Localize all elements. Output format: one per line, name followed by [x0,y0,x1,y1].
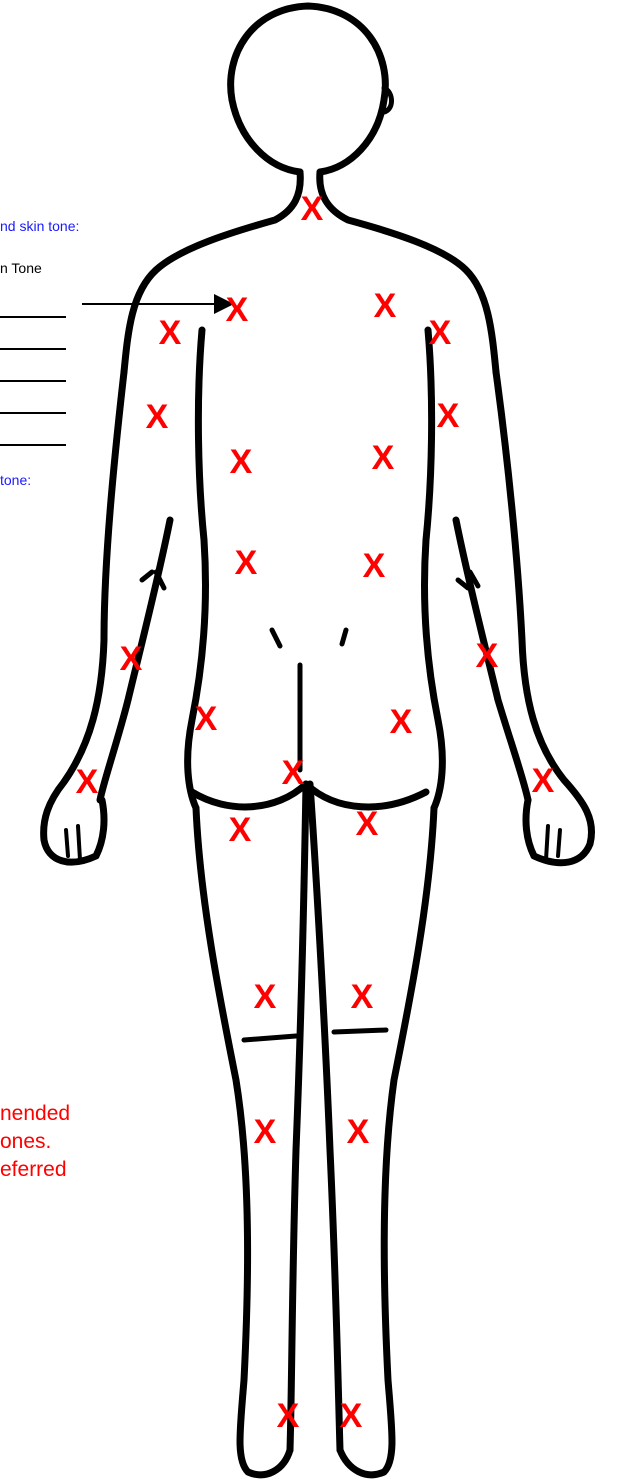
x-marker: X [390,703,413,741]
x-marker: X [235,544,258,582]
x-marker: X [347,1113,370,1151]
x-marker: X [301,190,324,228]
x-marker: X [429,314,452,352]
x-marker: X [120,640,143,678]
x-marker: X [282,754,305,792]
x-marker: X [226,291,249,329]
x-marker: X [146,398,169,436]
x-marker: X [476,637,499,675]
x-marker: X [363,547,386,585]
x-marker: X [277,1397,300,1435]
x-marker: X [340,1397,363,1435]
x-marker: X [230,443,253,481]
x-marker: X [532,762,555,800]
x-marker: X [356,805,379,843]
x-marker: X [159,314,182,352]
x-marker: X [351,978,374,1016]
x-marker: X [195,700,218,738]
x-marker: X [372,439,395,477]
x-marker: X [229,811,252,849]
x-marker: X [254,978,277,1016]
x-marker: X [374,287,397,325]
x-marker: X [76,763,99,801]
x-marker: X [254,1113,277,1151]
x-marker: X [437,397,460,435]
